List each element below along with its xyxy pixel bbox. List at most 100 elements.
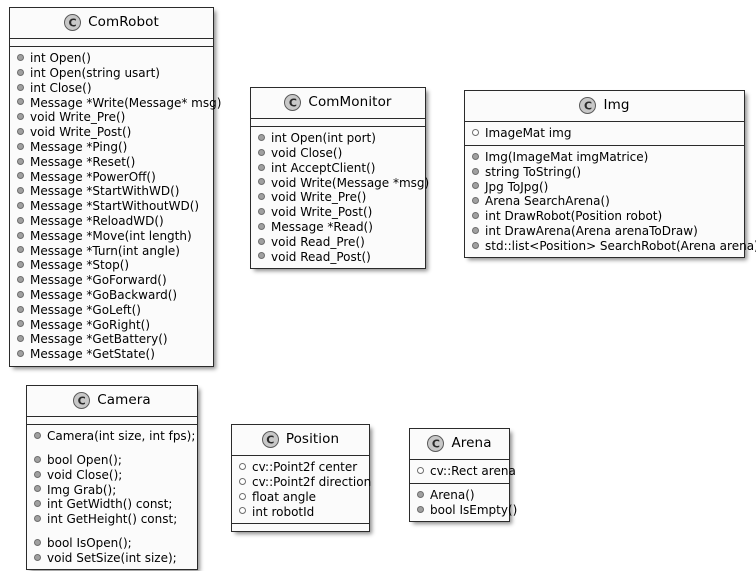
attribute-row: float angle xyxy=(237,490,364,505)
method-visibility-icon xyxy=(17,275,24,283)
method-visibility-icon xyxy=(17,216,24,224)
method-row: int Open() xyxy=(15,51,208,66)
class-title-camera: Camera xyxy=(97,391,151,408)
class-header-comrobot: ComRobot xyxy=(10,8,213,39)
method-visibility-icon xyxy=(17,201,24,209)
class-box-comrobot[interactable]: ComRobot int Open() int Open(string usar… xyxy=(9,7,221,367)
method-row: int GetHeight() const; xyxy=(32,512,192,527)
method-row: bool IsEmpty() xyxy=(415,503,517,518)
methods-compartment-commonitor: int Open(int port) void Close() int Acce… xyxy=(251,127,429,269)
class-box-position[interactable]: Position cv::Point2f center cv::Point2f … xyxy=(231,424,371,533)
method-row: Img(ImageMat imgMatrice) xyxy=(470,150,739,165)
methods-compartment-comrobot: int Open() int Open(string usart) int Cl… xyxy=(10,47,221,366)
method-visibility-icon xyxy=(258,148,265,156)
method-visibility-icon xyxy=(17,261,24,269)
method-row: void Close(); xyxy=(32,468,192,483)
attribute-visibility-icon xyxy=(239,463,246,470)
methods-compartment-position xyxy=(232,524,369,532)
method-visibility-icon xyxy=(258,193,265,201)
methods-compartment-arena: Arena() bool IsEmpty() xyxy=(410,483,517,522)
class-title-comrobot: ComRobot xyxy=(88,13,159,30)
method-row: void Read_Pre() xyxy=(256,235,420,250)
method-visibility-icon xyxy=(472,152,479,160)
attribute-visibility-icon xyxy=(417,467,424,474)
method-visibility-icon xyxy=(34,538,41,546)
attribute-visibility-icon xyxy=(239,492,246,500)
method-row: Message *GetBattery() xyxy=(15,332,208,347)
attribute-row: int robotId xyxy=(237,504,364,519)
method-row: int Open(string usart) xyxy=(15,66,208,81)
class-box-arena[interactable]: Arena cv::Rect arena Arena() bool IsEmpt… xyxy=(409,428,517,523)
method-visibility-icon xyxy=(17,157,24,165)
method-visibility-icon xyxy=(34,514,41,522)
method-visibility-icon xyxy=(17,172,24,180)
method-visibility-icon xyxy=(34,485,41,493)
method-row: Message *Move(int length) xyxy=(15,229,208,244)
method-row: Img Grab(); xyxy=(32,482,192,497)
class-header-camera: Camera xyxy=(27,386,197,417)
method-row: Jpg ToJpg() xyxy=(470,179,739,194)
method-row: Message *GoForward() xyxy=(15,273,208,288)
attributes-compartment-camera xyxy=(27,417,197,425)
method-visibility-icon xyxy=(34,500,41,508)
method-visibility-icon xyxy=(472,167,479,175)
method-row: Message *StartWithoutWD() xyxy=(15,199,208,214)
method-visibility-icon xyxy=(17,142,24,150)
methods-compartment-img: Img(ImageMat imgMatrice) string ToString… xyxy=(465,145,756,258)
method-row: std::list<Position> SearchRobot(Arena ar… xyxy=(470,239,756,254)
class-c-icon xyxy=(427,435,445,452)
method-row: int AcceptClient() xyxy=(256,161,420,176)
class-box-camera[interactable]: Camera Camera(int size, int fps); bool O… xyxy=(26,385,198,571)
method-row: void Write(Message *msg) xyxy=(256,175,429,190)
method-row: Arena SearchArena() xyxy=(470,194,739,209)
method-row: Message *Read() xyxy=(256,220,420,235)
method-row: void Write_Post() xyxy=(15,125,208,140)
class-header-position: Position xyxy=(232,425,369,456)
method-visibility-icon xyxy=(17,83,24,91)
method-row: void SetSize(int size); xyxy=(32,551,192,566)
attributes-compartment-arena: cv::Rect arena xyxy=(410,460,516,484)
method-row: int DrawArena(Arena arenaToDraw) xyxy=(470,224,739,239)
method-visibility-icon xyxy=(34,432,41,439)
attribute-visibility-icon xyxy=(239,477,246,485)
attribute-row: cv::Rect arena xyxy=(415,464,516,479)
class-c-icon xyxy=(284,94,302,111)
method-visibility-icon xyxy=(17,231,24,239)
method-visibility-icon xyxy=(472,211,479,219)
method-visibility-icon xyxy=(17,127,24,135)
method-row: Message *PowerOff() xyxy=(15,169,208,184)
method-visibility-icon xyxy=(472,241,479,249)
attributes-compartment-position: cv::Point2f center cv::Point2f direction… xyxy=(232,456,371,525)
class-box-commonitor[interactable]: ComMonitor int Open(int port) void Close… xyxy=(250,87,429,270)
method-visibility-icon xyxy=(17,305,24,313)
method-row: bool IsOpen(); xyxy=(32,536,192,551)
method-row: Message *Write(Message* msg) xyxy=(15,95,221,110)
method-row: Message *GoRight() xyxy=(15,317,208,332)
class-title-position: Position xyxy=(285,430,340,447)
method-visibility-icon xyxy=(17,54,24,61)
class-header-commonitor: ComMonitor xyxy=(251,88,425,119)
method-visibility-icon xyxy=(34,553,41,561)
method-visibility-icon xyxy=(417,490,424,498)
method-visibility-icon xyxy=(258,252,265,260)
method-row: void Read_Post() xyxy=(256,249,420,264)
method-visibility-icon xyxy=(17,187,24,195)
method-row: int DrawRobot(Position robot) xyxy=(470,209,739,224)
method-visibility-icon xyxy=(472,182,479,190)
method-row-spacer xyxy=(32,527,192,536)
method-visibility-icon xyxy=(34,470,41,478)
method-visibility-icon xyxy=(258,178,265,186)
attribute-row: cv::Point2f center xyxy=(237,460,364,475)
method-visibility-icon xyxy=(17,68,24,76)
method-row-spacer xyxy=(32,444,192,453)
method-visibility-icon xyxy=(417,505,424,513)
class-c-icon xyxy=(73,392,91,409)
method-visibility-icon xyxy=(34,455,41,463)
method-row: bool Open(); xyxy=(32,453,192,468)
class-box-img[interactable]: Img ImageMat img Img(ImageMat imgMatrice… xyxy=(464,90,756,259)
method-row: void Close() xyxy=(256,146,420,161)
method-row: void Write_Post() xyxy=(256,205,420,220)
method-row: int Open(int port) xyxy=(256,131,420,146)
attribute-visibility-icon xyxy=(239,507,246,515)
class-title-img: Img xyxy=(603,96,630,113)
